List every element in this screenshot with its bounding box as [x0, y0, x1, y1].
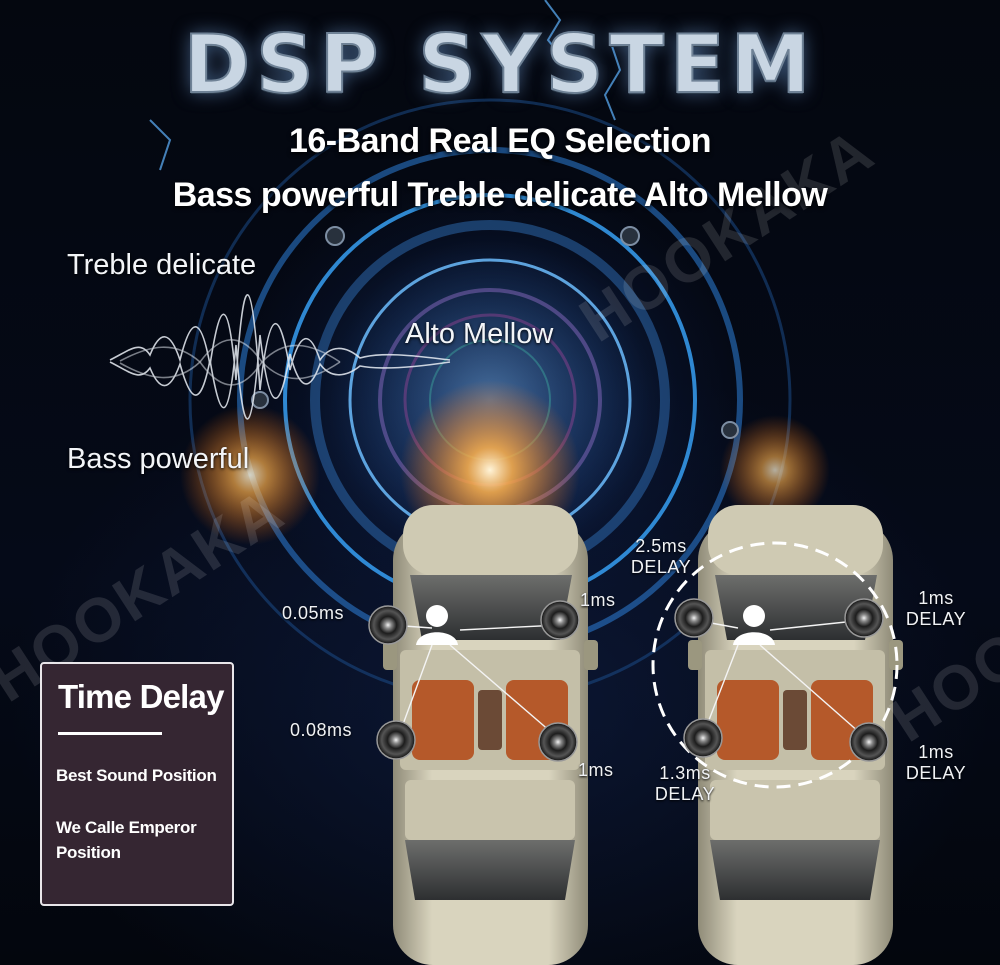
- glow-left: [180, 405, 320, 545]
- left-car-front-right-delay: 1ms: [580, 590, 616, 610]
- lightning-decoration: [149, 0, 622, 171]
- ring-bolts: [251, 226, 739, 439]
- car-right-illustration: [688, 505, 903, 965]
- listener-icon-left: [416, 605, 458, 645]
- right-car-front-right-delay: 1ms DELAY: [900, 588, 972, 630]
- waveform-icon: [109, 294, 451, 420]
- right-car-front-right-value: 1ms: [918, 588, 954, 608]
- time-delay-panel: Time Delay Best Sound Position We Calle …: [40, 662, 234, 906]
- subtitle-eq: 16-Band Real EQ Selection: [288, 122, 712, 160]
- label-alto: Alto Mellow: [405, 318, 554, 350]
- right-car-rear-left-delay: 1.3ms DELAY: [650, 763, 720, 805]
- right-car-front-right-unit: DELAY: [905, 609, 967, 629]
- label-bass: Bass powerful: [67, 443, 250, 475]
- time-delay-line-emperor-1: We Calle Emperor: [56, 818, 197, 837]
- right-car-rear-left-unit: DELAY: [654, 784, 716, 804]
- time-delay-line-emperor-2: Position: [56, 843, 121, 862]
- right-car-front-left-unit: DELAY: [630, 557, 692, 577]
- left-car-rear-left-delay: 0.08ms: [290, 720, 353, 740]
- page-title: DSP SYSTEM: [183, 17, 817, 112]
- glow-right: [720, 415, 830, 525]
- label-treble: Treble delicate: [67, 249, 257, 281]
- right-car-rear-left-value: 1.3ms: [659, 763, 711, 783]
- left-car-rear-right-delay: 1ms: [578, 760, 614, 780]
- subtitle-tones: Bass powerful Treble delicate Alto Mello…: [172, 176, 828, 214]
- right-car-rear-right-delay: 1ms DELAY: [900, 742, 972, 784]
- listening-zone-circle: [651, 541, 899, 789]
- speaker-icons: [368, 598, 889, 762]
- right-car-front-left-value: 2.5ms: [635, 536, 687, 556]
- right-car-rear-right-value: 1ms: [918, 742, 954, 762]
- right-car-front-left-delay: 2.5ms DELAY: [628, 536, 694, 578]
- right-car-rear-right-unit: DELAY: [905, 763, 967, 783]
- time-delay-line-best-position: Best Sound Position: [56, 766, 217, 785]
- time-delay-divider: [58, 732, 162, 735]
- listener-icon-right: [733, 605, 775, 645]
- time-delay-title: Time Delay: [58, 678, 224, 715]
- left-car-front-left-delay: 0.05ms: [282, 603, 345, 623]
